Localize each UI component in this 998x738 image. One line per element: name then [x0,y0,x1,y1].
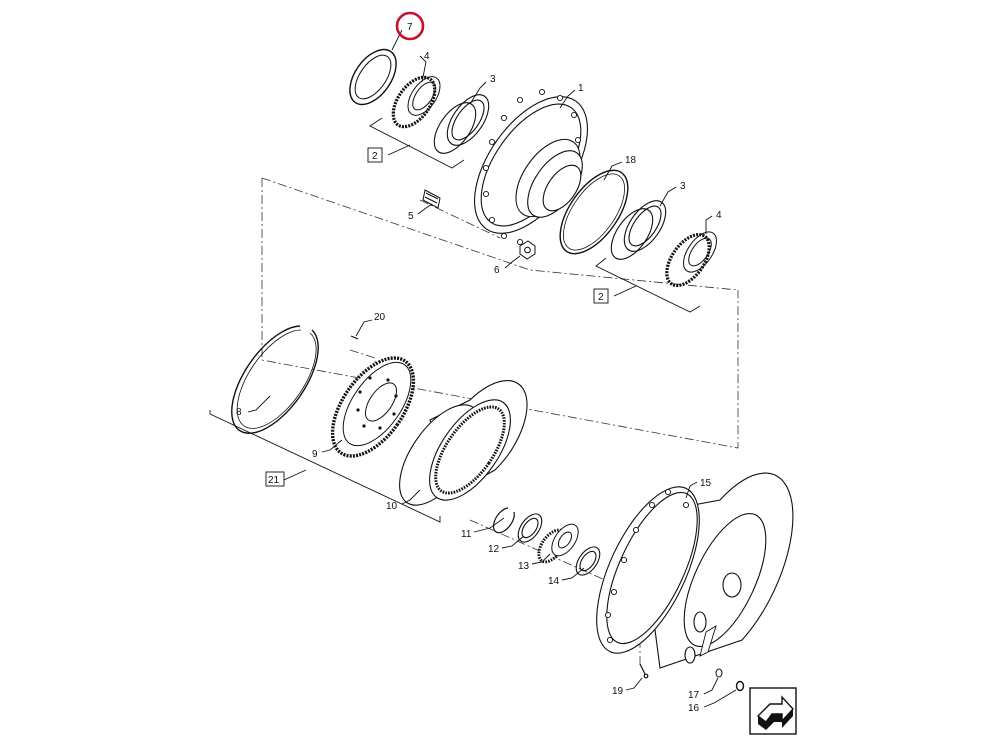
callout-10[interactable]: 10 [386,501,398,512]
part-5-wheel-stud[interactable] [422,189,441,209]
kit-brackets [209,117,701,523]
callout-6[interactable]: 6 [494,265,500,276]
callout-3-top[interactable]: 3 [490,74,496,85]
callout-11[interactable]: 11 [461,529,472,540]
callout-18[interactable]: 18 [625,155,637,166]
kit-callout-2-top[interactable]: 2 [367,147,383,163]
callout-15[interactable]: 15 [700,478,712,489]
callout-1[interactable]: 1 [578,83,584,94]
callout-5[interactable]: 5 [408,211,414,222]
callout-12[interactable]: 12 [488,544,500,555]
part-16-seal[interactable] [735,680,745,692]
callout-13[interactable]: 13 [518,561,530,572]
callout-4-right[interactable]: 4 [716,210,722,221]
part-9-planet-carrier[interactable] [316,344,429,470]
kit-callout-21[interactable]: 21 [265,471,285,487]
part-18-o-ring[interactable] [547,159,641,265]
part-3-bearing-cup-right[interactable] [603,194,674,267]
svg-text:2: 2 [372,151,378,162]
part-3-bearing-cup-top[interactable] [426,88,497,161]
part-8-snap-ring[interactable] [231,325,319,434]
callout-3-right[interactable]: 3 [680,181,686,192]
callout-4-top[interactable]: 4 [424,51,430,62]
part-7-seal-ring[interactable] [340,41,405,112]
part-15-housing[interactable] [576,472,794,669]
part-17-plug[interactable] [715,668,723,678]
callout-19[interactable]: 19 [612,686,624,697]
callout-14[interactable]: 14 [548,576,560,587]
callout-7-highlighted[interactable]: 7 [395,11,425,41]
kit-callout-2-right[interactable]: 2 [593,288,609,304]
callout-16[interactable]: 16 [688,703,700,714]
callout-20[interactable]: 20 [374,312,386,323]
svg-text:2: 2 [598,292,604,303]
part-11-snap-ring[interactable] [492,507,515,534]
callouts: 1 3 3 4 4 5 6 8 9 10 11 12 13 14 15 16 1… [236,51,722,714]
svg-text:21: 21 [268,475,280,486]
part-10-ring-gear[interactable] [384,380,528,519]
callout-8[interactable]: 8 [236,407,242,418]
next-page-arrow-icon[interactable] [749,687,797,735]
part-4-bearing-cone-top[interactable] [385,70,447,134]
part-12-washer[interactable] [513,510,546,547]
callout-9[interactable]: 9 [312,449,318,460]
part-13-planet-gear[interactable] [533,520,583,567]
callout-17[interactable]: 17 [688,690,700,701]
svg-text:7: 7 [407,22,413,33]
part-6-nut[interactable] [519,240,536,260]
leader-lines [247,29,737,708]
part-1-wheel-hub[interactable] [452,77,610,253]
part-19-bolt[interactable] [639,663,649,679]
part-4-bearing-cone-right[interactable] [658,226,723,293]
part-20-pin[interactable] [350,335,359,340]
